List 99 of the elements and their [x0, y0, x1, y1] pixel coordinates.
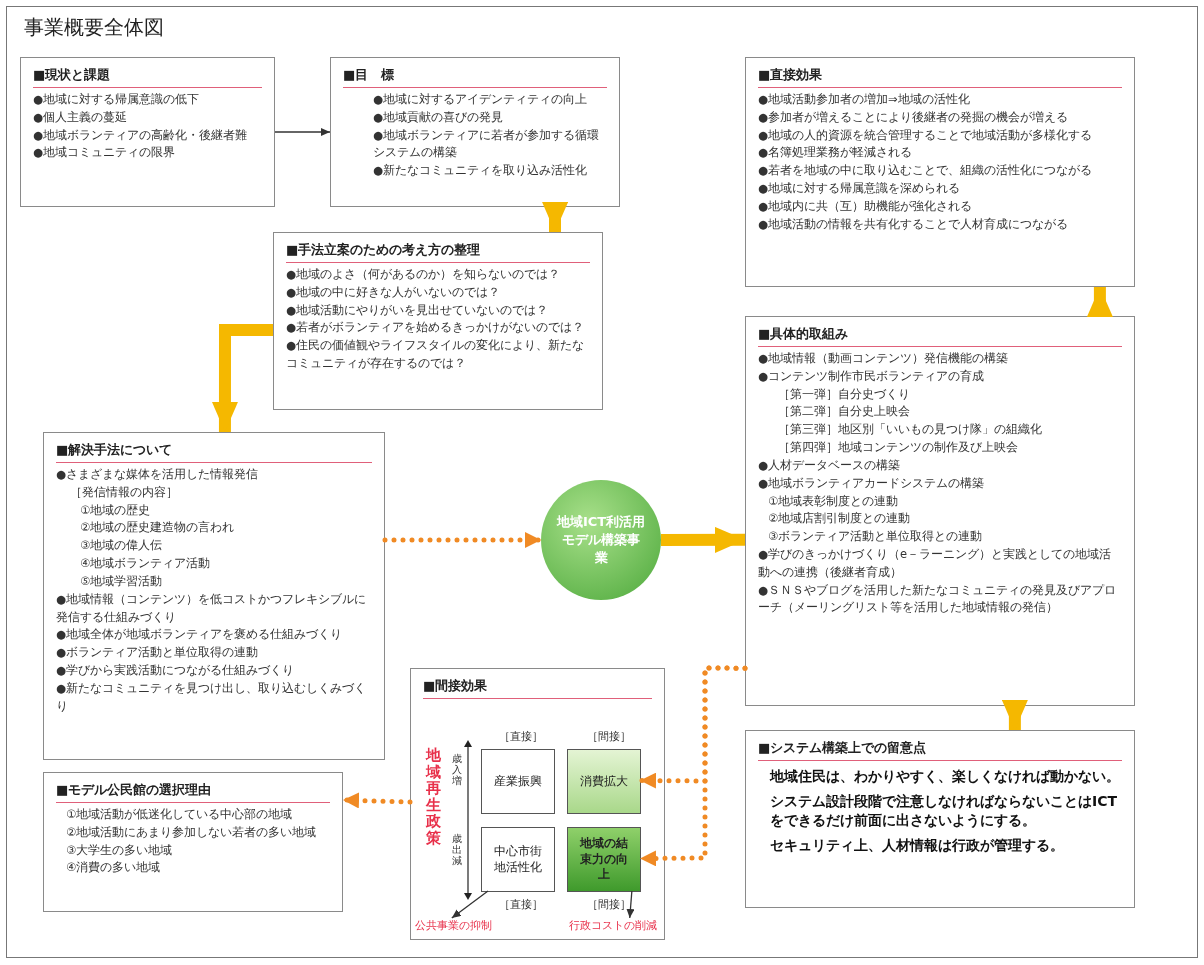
bullet-item: ●地域ボランティアに若者が参加する循環システムの構築: [372, 126, 601, 162]
matrix-cell: [567, 827, 641, 892]
bullet-item: ②地域の歴史建造物の言われ: [79, 519, 236, 537]
bullet-item: ［発信情報の内容］: [69, 483, 179, 501]
bullet-item: ●若者がボランティアを始めるきっかけがないのでは？: [286, 319, 586, 337]
bullet-item: ③地域の偉人伝: [79, 537, 164, 555]
bullet-item: ②地域活動にあまり参加しない若者の多い地域: [65, 823, 318, 841]
matrix-cell: [481, 749, 555, 814]
bullet-item: ●個人主義の蔓延: [33, 108, 129, 126]
cell-label: 地域の結束力の向上: [578, 836, 629, 883]
block-arrow: [211, 323, 274, 433]
bullet-item: ●ＳＮＳやブログを活用した新たなコミュニティの発見及びアプローチ（メーリングリスト等を活用した地域情報の発信）: [758, 581, 1118, 617]
bullet-item: ③ボランティア活動と単位取得との連動: [767, 528, 984, 546]
section-heading: ■具体的取組み: [758, 325, 1122, 347]
bullet-item: ●地域情報（動画コンテンツ）発信機能の構築: [758, 350, 1010, 367]
text-panel: [745, 316, 1135, 706]
column-label: 歳出減: [451, 833, 462, 866]
bullet-item: ［第三弾］地区別「いいもの見つけ隊」の組織化: [777, 421, 1043, 439]
bullet-item: ●新たなコミュニティを取り込み活性化: [372, 162, 589, 180]
bullet-item: ●新たなコミュニティを見つけ出し、取り込むしくみづくり: [56, 679, 368, 715]
bullet-item: ●地域の人的資源を統合管理することで地域活動が多様化する: [758, 126, 1094, 144]
text-panel: [20, 57, 275, 207]
bullet-item: ●地域の中に好きな人がいないのでは？: [286, 283, 502, 301]
bullet-item: ●地域コミュニティの限界: [33, 144, 177, 162]
bullet-item: ●地域活動にやりがいを見出せていないのでは？: [286, 301, 550, 319]
bullet-item: ●地域に対する帰属意識の低下: [33, 91, 201, 108]
section-heading: ■目 標: [343, 66, 607, 88]
bullet-item: ●地域内に共（互）助機能が強化される: [758, 197, 974, 215]
page-title: 事業概要全体図: [24, 14, 164, 41]
arrow: [626, 890, 635, 919]
section-heading: ■モデル公民館の選択理由: [56, 781, 330, 803]
bullet-item: ④地域ボランティア活動: [79, 555, 212, 573]
dotted-arrow: [637, 665, 748, 867]
vertical-heading: 地域再生政策: [425, 747, 442, 846]
note-text: 公共事業の抑制: [415, 919, 505, 933]
note-text: 地域住民は、わかりやすく、楽しくなければ動かない。: [770, 767, 1121, 786]
note-text: システム設計段階で注意しなければならないことはICTをできるだけ前面に出さないようにする。: [770, 791, 1119, 830]
section-heading: ■手法立案のための考え方の整理: [286, 241, 590, 263]
bullet-item: ［第四弾］地域コンテンツの制作及び上映会: [777, 439, 1019, 457]
bullet-item: ●若者を地域の中に取り込むことで、組織の活性化につながる: [758, 162, 1094, 180]
bullet-item: ●コンテンツ制作市民ボランティアの育成: [758, 367, 986, 385]
bullet-item: ●学びのきっかけづくり（e－ラーニング）と実践としての地域活動への連携（後継者育成）: [758, 545, 1113, 581]
bullet-item: ④消費の多い地域: [65, 859, 162, 877]
block-arrow: [1001, 700, 1028, 730]
note-text: セキュリティ上、人材情報は行政が管理する。: [770, 835, 1065, 855]
bullet-item: ①地域の歴史: [79, 501, 152, 519]
text-panel: [745, 730, 1135, 908]
section-heading: ■システム構築上での留意点: [758, 739, 1122, 761]
column-label: 歳入増: [451, 753, 462, 786]
text-panel: [745, 57, 1135, 287]
text-panel: [330, 57, 620, 207]
section-heading: ■直接効果: [758, 66, 1122, 88]
bullet-item: ●さまざまな媒体を活用した情報発信: [56, 466, 260, 483]
arrow: [451, 890, 489, 919]
bullet-item: ●地域ボランティアの高齢化・後継者難: [33, 126, 249, 144]
text-panel: [410, 668, 665, 940]
bullet-item: ［第二弾］自分史上映会: [777, 403, 911, 421]
text-panel: [43, 772, 343, 912]
bullet-item: ［第一弾］自分史づくり: [777, 385, 911, 403]
block-arrow: [542, 201, 569, 232]
bullet-item: ●参加者が増えることにより後継者の発掘の機会が増える: [758, 108, 1070, 126]
column-label: ［直接］: [499, 897, 543, 912]
block-arrow: [1086, 287, 1113, 317]
bullet-item: ●地域に対するアイデンティティの向上: [372, 91, 589, 108]
column-label: ［間接］: [587, 897, 631, 912]
bullet-item: ③大学生の多い地域: [65, 841, 174, 859]
section-heading: ■解決手法について: [56, 441, 372, 463]
section-heading: ■間接効果: [423, 677, 652, 699]
bullet-item: ●地域に対する帰属意識を深められる: [758, 180, 962, 198]
cell-label: 消費拡大: [579, 773, 629, 790]
bullet-item: ●地域ボランティアカードシステムの構築: [758, 474, 986, 492]
bullet-item: ●地域全体が地域ボランティアを褒める仕組みづくり: [56, 626, 344, 644]
section-heading: ■現状と課題: [33, 66, 262, 88]
column-label: ［間接］: [587, 729, 631, 744]
arrow: [274, 128, 331, 136]
cell-label: 産業振興: [493, 773, 543, 790]
bullet-item: ●地域貢献の喜びの発見: [372, 108, 505, 126]
column-label: ［直接］: [499, 729, 543, 744]
bullet-item: ●ボランティア活動と単位取得の連動: [56, 644, 260, 662]
block-arrow: [661, 526, 745, 553]
note-text: 行政コストの削減: [569, 919, 664, 933]
circle-label: 地域ICT利活用モデル構築事業: [556, 512, 646, 568]
bullet-item: ●地域活動の情報を共有化することで人材育成につながる: [758, 215, 1070, 233]
matrix-cell: [481, 827, 555, 892]
bullet-item: ●地域活動参加者の増加⇒地域の活性化: [758, 91, 971, 108]
bullet-item: ②地域店割引制度との連動: [767, 510, 912, 528]
bullet-item: ●名簿処理業務が軽減される: [758, 144, 914, 162]
bullet-item: ●地域のよさ（何があるのか）を知らないのでは？: [286, 266, 562, 283]
text-panel: [273, 232, 603, 410]
cell-label: 中心市街地活性化: [493, 844, 543, 875]
bullet-item: ●地域情報（コンテンツ）を低コストかつフレキシブルに発信する仕組みづくり: [56, 590, 368, 626]
bullet-item: ●住民の価値観やライフスタイルの変化により、新たなコミュニティが存在するのでは？: [286, 337, 586, 373]
bullet-item: ●学びから実践活動につながる仕組みづくり: [56, 661, 296, 679]
bullet-item: ①地域活動が低迷化している中心部の地域: [65, 806, 294, 823]
bullet-item: ⑤地域学習活動: [79, 572, 164, 590]
text-panel: [43, 432, 385, 760]
matrix-cell: [567, 749, 641, 814]
bullet-item: ●人材データベースの構築: [758, 456, 902, 474]
bullet-item: ①地域表彰制度との連動: [767, 492, 900, 510]
